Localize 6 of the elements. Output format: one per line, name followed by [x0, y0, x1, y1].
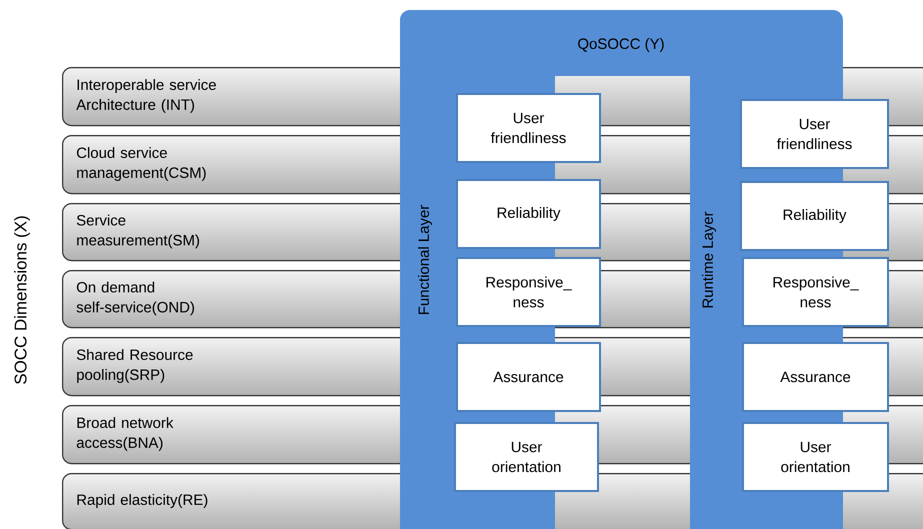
quality-box: User friendliness	[740, 99, 889, 169]
quality-box: Reliability	[740, 181, 889, 251]
quality-box: User orientation	[742, 422, 889, 492]
quality-box: Responsive_ ness	[742, 257, 889, 327]
quality-box: Assurance	[742, 342, 889, 412]
axis-label: SOCC Dimensions (X)	[14, 216, 30, 384]
